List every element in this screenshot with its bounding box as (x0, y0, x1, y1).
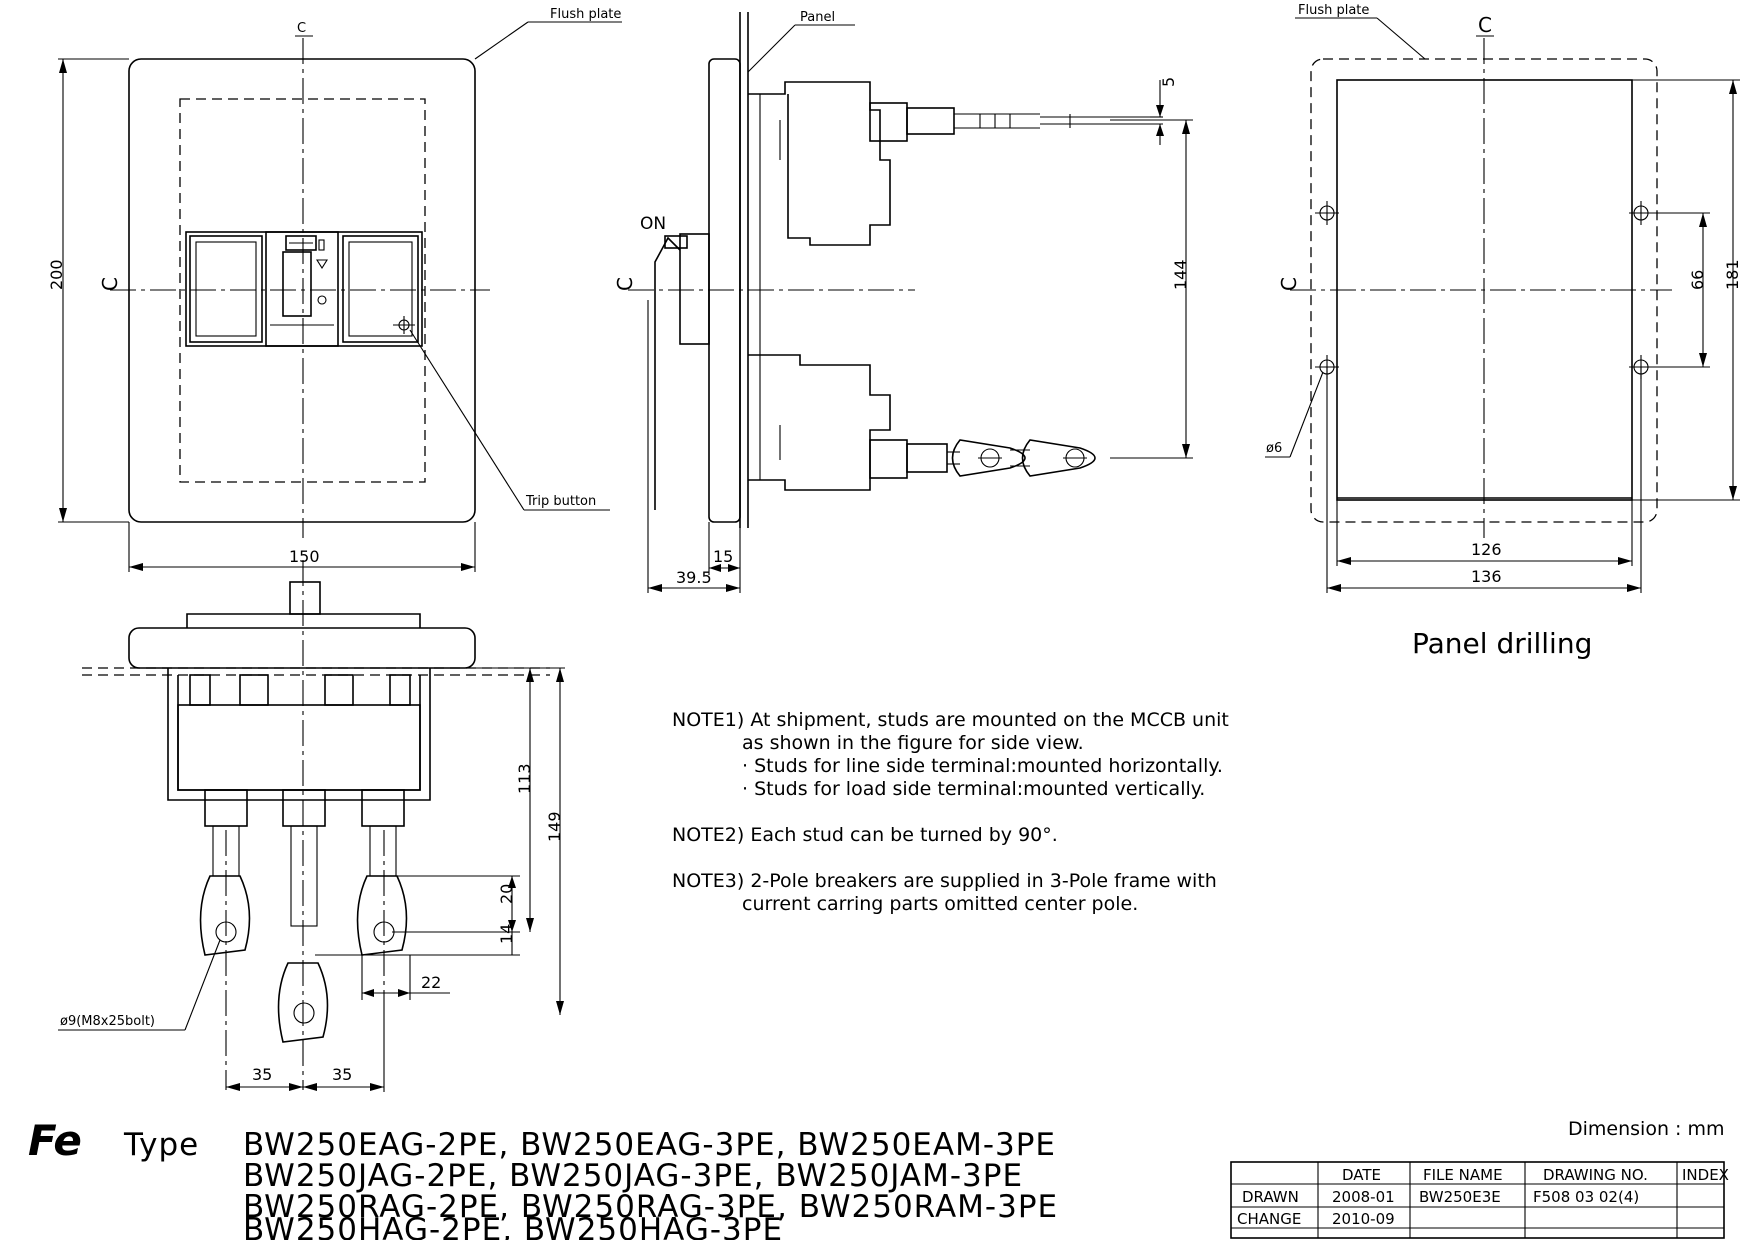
dim-drill-126: 126 (1471, 540, 1502, 559)
tb-change-date: 2010-09 (1332, 1210, 1395, 1228)
dim-bottom-14: 14 (497, 924, 516, 944)
panel-label: Panel (800, 10, 835, 25)
dim-bottom-149: 149 (545, 811, 564, 842)
models-line1: BW250EAG-2PE, BW250EAG-3PE, BW250EAM-3PE (243, 1127, 1056, 1163)
drill-flush-plate-label: Flush plate (1298, 3, 1369, 18)
note1-line4: · Studs for load side terminal:mounted v… (742, 778, 1205, 800)
models-line4: BW250HAG-2PE, BW250HAG-3PE (243, 1212, 783, 1240)
tb-change-label: CHANGE (1237, 1210, 1301, 1228)
flush-plate-label: Flush plate (550, 7, 621, 22)
note1-line2: as shown in the figure for side view. (742, 732, 1084, 754)
centerline-mark-left: C (98, 277, 122, 291)
panel-drilling-view: C C Flush plate ø6 66 (1265, 3, 1742, 660)
dim-front-width: 150 (289, 547, 320, 566)
note3-line1: NOTE3) 2-Pole breakers are supplied in 3… (672, 870, 1217, 892)
bottom-view: 149 113 20 14 22 35 35 ø9(M8x25bolt) (58, 560, 565, 1092)
dim-bottom-35-right: 35 (332, 1065, 352, 1084)
dim-bottom-35-left: 35 (252, 1065, 272, 1084)
on-label: ON (640, 214, 666, 234)
type-label: Type (123, 1127, 199, 1163)
panel-drilling-title: Panel drilling (1412, 627, 1592, 660)
side-centerline-mark: C (613, 277, 637, 291)
dim-bottom-20: 20 (497, 884, 516, 904)
dim-bottom-113: 113 (515, 763, 534, 794)
title-block: DATE FILE NAME DRAWING NO. INDEX DRAWN 2… (1230, 1161, 1729, 1239)
tb-file-name: BW250E3E (1419, 1188, 1501, 1206)
tb-drawn-label: DRAWN (1242, 1188, 1299, 1206)
note1-line3: · Studs for line side terminal:mounted h… (742, 755, 1223, 777)
models-line3: BW250RAG-2PE, BW250RAG-3PE, BW250RAM-3PE (243, 1189, 1058, 1225)
dim-drill-136: 136 (1471, 567, 1502, 586)
dim-side-5: 5 (1159, 77, 1178, 87)
dim-side-144: 144 (1171, 259, 1190, 290)
drill-centerline-mark-top: C (1478, 13, 1492, 37)
tb-header-drawing-no: DRAWING NO. (1543, 1166, 1648, 1184)
notes: NOTE1) At shipment, studs are mounted on… (672, 709, 1229, 915)
note3-line2: current carring parts omitted center pol… (742, 893, 1138, 915)
centerline-mark-top: C (297, 21, 306, 36)
trip-button-label: Trip button (525, 494, 596, 509)
fuji-logo: Fe (28, 1116, 82, 1165)
drill-centerline-mark-left: C (1277, 277, 1301, 291)
tb-header-date: DATE (1342, 1166, 1381, 1184)
dim-drill-181: 181 (1723, 259, 1742, 290)
front-view: C C Flush plate Trip button 200 150 (47, 7, 622, 572)
side-view: ON C Panel 5 (613, 10, 1193, 593)
dim-front-height: 200 (47, 259, 66, 290)
footer: Fe Type BW250EAG-2PE, BW250EAG-3PE, BW25… (28, 1116, 1725, 1240)
tb-header-file-name: FILE NAME (1423, 1166, 1503, 1184)
tb-drawing-no: F508 03 02(4) (1533, 1188, 1639, 1206)
tb-drawn-date: 2008-01 (1332, 1188, 1395, 1206)
dim-side-15: 15 (713, 547, 733, 566)
dim-drill-66: 66 (1688, 270, 1707, 290)
tb-header-index: INDEX (1682, 1166, 1729, 1184)
dim-side-39-5: 39.5 (676, 568, 712, 587)
stud-bolt-label: ø9(M8x25bolt) (60, 1014, 155, 1029)
dimension-unit: Dimension : mm (1568, 1118, 1725, 1140)
note2: NOTE2) Each stud can be turned by 90°. (672, 824, 1058, 846)
dim-bottom-22: 22 (421, 973, 441, 992)
note1-line1: NOTE1) At shipment, studs are mounted on… (672, 709, 1229, 731)
hole-diameter-label: ø6 (1266, 441, 1282, 456)
models-line2: BW250JAG-2PE, BW250JAG-3PE, BW250JAM-3PE (243, 1158, 1023, 1194)
